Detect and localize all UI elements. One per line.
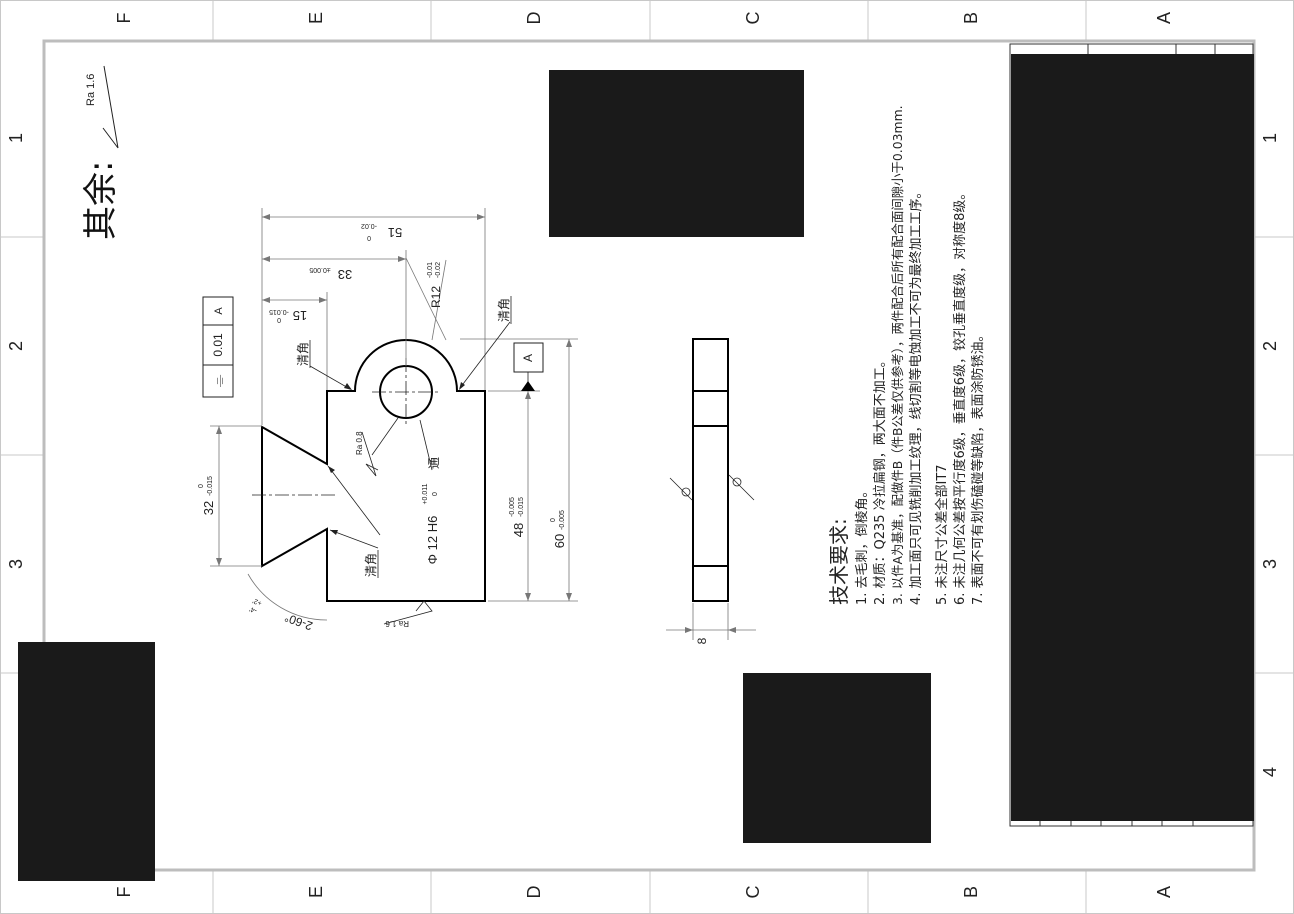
dim-48-tol-lower: -0.015 bbox=[518, 497, 525, 517]
zone-row-right-2: 2 bbox=[1260, 341, 1280, 351]
part-side-view bbox=[692, 338, 729, 602]
dim-32: 32 bbox=[201, 501, 216, 515]
dim-48: 48 bbox=[511, 523, 526, 537]
side-view-dim bbox=[666, 603, 756, 640]
dim-hole-through: 通 bbox=[427, 457, 441, 469]
zone-col-top-f: F bbox=[114, 13, 134, 24]
leader-arrows bbox=[328, 382, 465, 535]
zone-col-top-a: A bbox=[1154, 12, 1174, 24]
dim-32-tol-lower: -0.015 bbox=[207, 476, 214, 496]
tech-title: 技术要求: bbox=[827, 518, 851, 605]
tech-item-6: 6. 未注几何公差按平行度6级，垂直度6级，铰孔垂直度级，对称度8级。 bbox=[952, 187, 968, 605]
dim-48-tol-upper: -0.005 bbox=[509, 497, 516, 517]
dim-angle-tol-upper: +2' bbox=[252, 597, 263, 607]
dim-hole: Φ 12 H6 bbox=[425, 516, 440, 565]
dim-60: 60 bbox=[552, 534, 567, 548]
dim-15-tol-lower: 0 bbox=[277, 316, 281, 323]
corner-clear-labels: 清角 清角 清角 bbox=[296, 298, 511, 577]
zone-col-top-c: C bbox=[743, 12, 763, 25]
roughness-symbol-bottom bbox=[383, 600, 433, 625]
zone-col-top-b: B bbox=[961, 12, 981, 24]
tolerance-symbol: ⌯ bbox=[211, 374, 228, 387]
dim-r12: R12 bbox=[429, 286, 443, 308]
zone-col-bot-d: D bbox=[524, 886, 544, 899]
zone-row-left-2: 2 bbox=[6, 341, 26, 351]
dim-hole-tol-upper: +0.011 bbox=[422, 483, 429, 504]
dim-60-tol-upper: 0 bbox=[550, 518, 557, 522]
tolerance-value: 0.01 bbox=[211, 333, 225, 357]
roughness-inner-value: Ra 0.8 bbox=[355, 431, 364, 455]
zone-col-bot-c: C bbox=[743, 886, 763, 899]
roughness-symbol-inner bbox=[361, 431, 379, 477]
dim-angle: 2-60° bbox=[283, 610, 315, 633]
dim-15-tol-upper: -0.015 bbox=[269, 308, 289, 315]
dim-51-tol-lower: -0.02 bbox=[361, 222, 377, 229]
dimension-arrows bbox=[216, 214, 572, 601]
corner-leaders bbox=[309, 321, 511, 549]
tolerance-frame bbox=[202, 296, 234, 398]
zone-col-top-e: E bbox=[306, 12, 326, 24]
zone-row-right-4: 4 bbox=[1260, 767, 1280, 777]
tech-item-7: 7. 表面不可有划伤磕碰等缺陷，表面涂防锈油。 bbox=[970, 328, 986, 605]
zone-row-right-1: 1 bbox=[1260, 133, 1280, 143]
dim-thickness: 8 bbox=[695, 637, 709, 644]
tolerance-datum: A bbox=[213, 307, 225, 315]
zone-col-bot-f: F bbox=[114, 887, 134, 898]
zone-col-bot-b: B bbox=[961, 886, 981, 898]
redacted-block-top bbox=[549, 70, 804, 237]
redacted-block-bottom bbox=[743, 673, 931, 843]
dimension-lines bbox=[210, 208, 578, 621]
dimension-texts: 51 0 -0.02 33 ±0.005 15 -0.015 0 R12 -0.… bbox=[198, 222, 567, 633]
dim-51-tol-upper: 0 bbox=[367, 234, 371, 241]
zone-row-left-1: 1 bbox=[6, 133, 26, 143]
datum-label: A bbox=[521, 354, 535, 362]
zone-row-left-3: 3 bbox=[6, 559, 26, 569]
dim-hole-tol-lower: 0 bbox=[432, 492, 439, 496]
corner-clear-underlines bbox=[309, 296, 512, 578]
zone-col-bot-e: E bbox=[306, 886, 326, 898]
redacted-title-block bbox=[1011, 54, 1254, 821]
center-lines bbox=[252, 358, 440, 496]
zone-col-top-d: D bbox=[524, 12, 544, 25]
dim-r12-tol-lower: -0.02 bbox=[435, 262, 442, 278]
corner-clear-right: 清角 bbox=[497, 298, 511, 322]
roughness-symbol bbox=[102, 65, 119, 149]
redacted-block-left bbox=[18, 642, 155, 881]
dim-32-tol-upper: 0 bbox=[198, 484, 205, 488]
tech-item-4: 4. 加工面只可见铣削加工纹理，线切割等电蚀加工不可为最终加工工序。 bbox=[908, 185, 924, 605]
zone-col-bot-a: A bbox=[1154, 886, 1174, 898]
dim-60-tol-lower: -0.005 bbox=[559, 510, 566, 530]
corner-clear-left: 清角 bbox=[296, 342, 310, 366]
zone-row-right-3: 3 bbox=[1260, 559, 1280, 569]
dim-r12-tol-upper: -0.01 bbox=[427, 262, 434, 278]
dim-33-tol: ±0.005 bbox=[309, 266, 330, 273]
zone-labels: F E D C B A F E D C B A 1 2 3 1 2 3 4 bbox=[6, 12, 1280, 899]
dim-51: 51 bbox=[388, 225, 402, 240]
tech-item-2: 2. 材质：Q235 冷拉扁钢，两大面不加工。 bbox=[873, 354, 888, 605]
side-view-marks bbox=[669, 474, 755, 501]
datum-triangle bbox=[521, 381, 535, 391]
roughness-label: 其余: bbox=[81, 161, 121, 240]
tech-item-1: 1. 去毛刺，倒棱角。 bbox=[854, 484, 870, 605]
corner-clear-bottom: 清角 bbox=[364, 553, 378, 577]
roughness-value: Ra 1.6 bbox=[85, 74, 97, 106]
tech-item-5: 5. 未注尺寸公差全部IT7 bbox=[934, 464, 950, 605]
tech-item-3: 3. 以件A为基准，配做件B（件B公差仅供参考），两件配合后所有配合面间隙小于0… bbox=[890, 105, 905, 605]
tech-requirements: 技术要求: 1. 去毛刺，倒棱角。 2. 材质：Q235 冷拉扁钢，两大面不加工… bbox=[827, 105, 986, 605]
roughness-bottom-value: Ra 1.6 bbox=[385, 619, 409, 628]
side-view-dim-arrows bbox=[685, 627, 736, 633]
dim-angle-tol-lower: -4' bbox=[249, 605, 259, 614]
dim-33: 33 bbox=[338, 267, 352, 282]
datum-box bbox=[513, 342, 544, 373]
dim-15: 15 bbox=[293, 308, 307, 323]
